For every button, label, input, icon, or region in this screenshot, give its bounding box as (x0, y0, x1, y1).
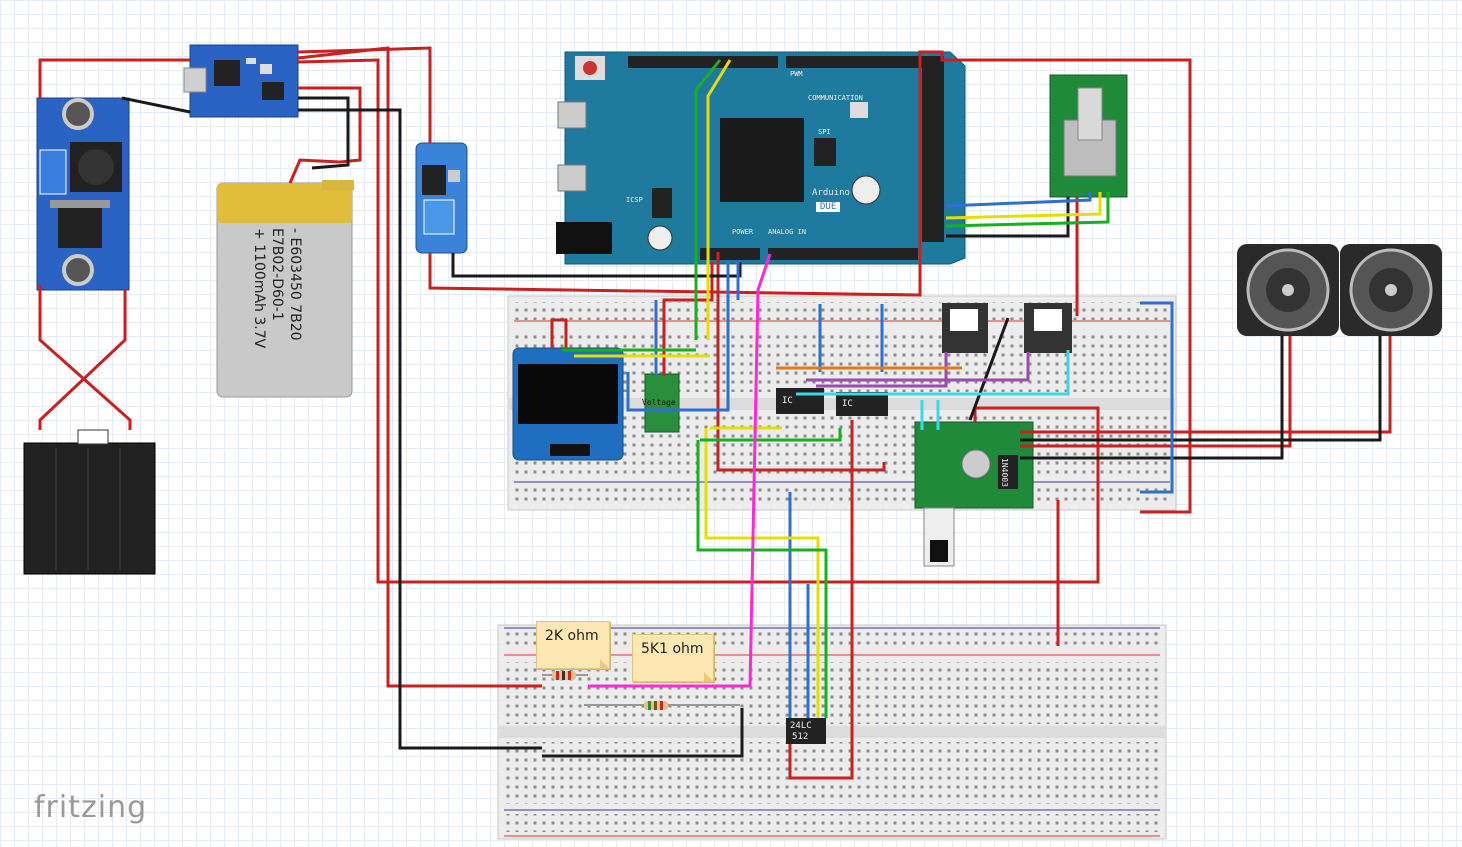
battery-line-2: E7B02-D60-1 (269, 228, 285, 321)
ic-chip-2 (836, 392, 888, 416)
lipo-battery (216, 180, 354, 398)
ic-chip-1 (776, 388, 824, 414)
oled-display (512, 347, 624, 461)
communication-header-label: COMMUNICATION (808, 94, 863, 102)
amplifier-module (914, 421, 1034, 567)
spi-header-label: SPI (818, 128, 831, 136)
analog-in-header-label: ANALOG IN (768, 228, 806, 236)
note-resistor-5k1: 5K1 ohm (632, 634, 714, 682)
wires-yellow (574, 59, 1102, 718)
wires-black (121, 96, 1382, 758)
eeprom-label-line2: 512 (792, 732, 809, 742)
speaker-right (1340, 244, 1442, 336)
eeprom-label-line1: 24LC (790, 721, 812, 731)
buck-converter (36, 97, 130, 291)
ic-chip-2-label: IC (842, 399, 853, 409)
potentiometer-module (1049, 74, 1128, 198)
charger-module (183, 44, 299, 118)
power-header-label: POWER (732, 228, 754, 236)
trimmer-left (942, 303, 988, 353)
fritzing-logo: fritzing (34, 790, 148, 825)
eeprom-chip (786, 718, 826, 744)
resistor-2k (542, 671, 588, 680)
amp-chip-label: 1N4003 (1000, 458, 1009, 487)
boost-converter (415, 142, 468, 254)
wires-cyan (796, 350, 1070, 430)
trimmer-right (1024, 303, 1072, 353)
battery-line-1: - E603450 7B20 (287, 228, 303, 341)
wires-magenta (588, 253, 772, 688)
battery-line-3: + 1100mAh 3.7V (251, 228, 267, 349)
note-resistor-2k: 2K ohm (536, 621, 610, 669)
wires-purple (806, 352, 1030, 388)
icsp-header-label: ICSP (626, 196, 643, 204)
pwm-header-label: PWM (790, 70, 803, 78)
wires-green (562, 59, 1110, 718)
resistor-5k1 (584, 701, 740, 710)
arduino-due-board (556, 51, 966, 265)
arduino-model-label: DUE (816, 202, 841, 212)
ic-chip-1-label: IC (782, 396, 793, 406)
wires-blue (626, 192, 1174, 718)
solar-panel (23, 429, 156, 575)
voltage-sensor-label: Voltage (642, 398, 676, 407)
speaker-left (1237, 244, 1339, 336)
battery-label: - E603450 7B20 E7B02-D60-1 + 1100mAh 3.7… (244, 228, 304, 378)
wires-red (38, 46, 1392, 780)
voltage-sensor-module (644, 373, 680, 433)
arduino-brand-label: Arduino (812, 188, 850, 198)
